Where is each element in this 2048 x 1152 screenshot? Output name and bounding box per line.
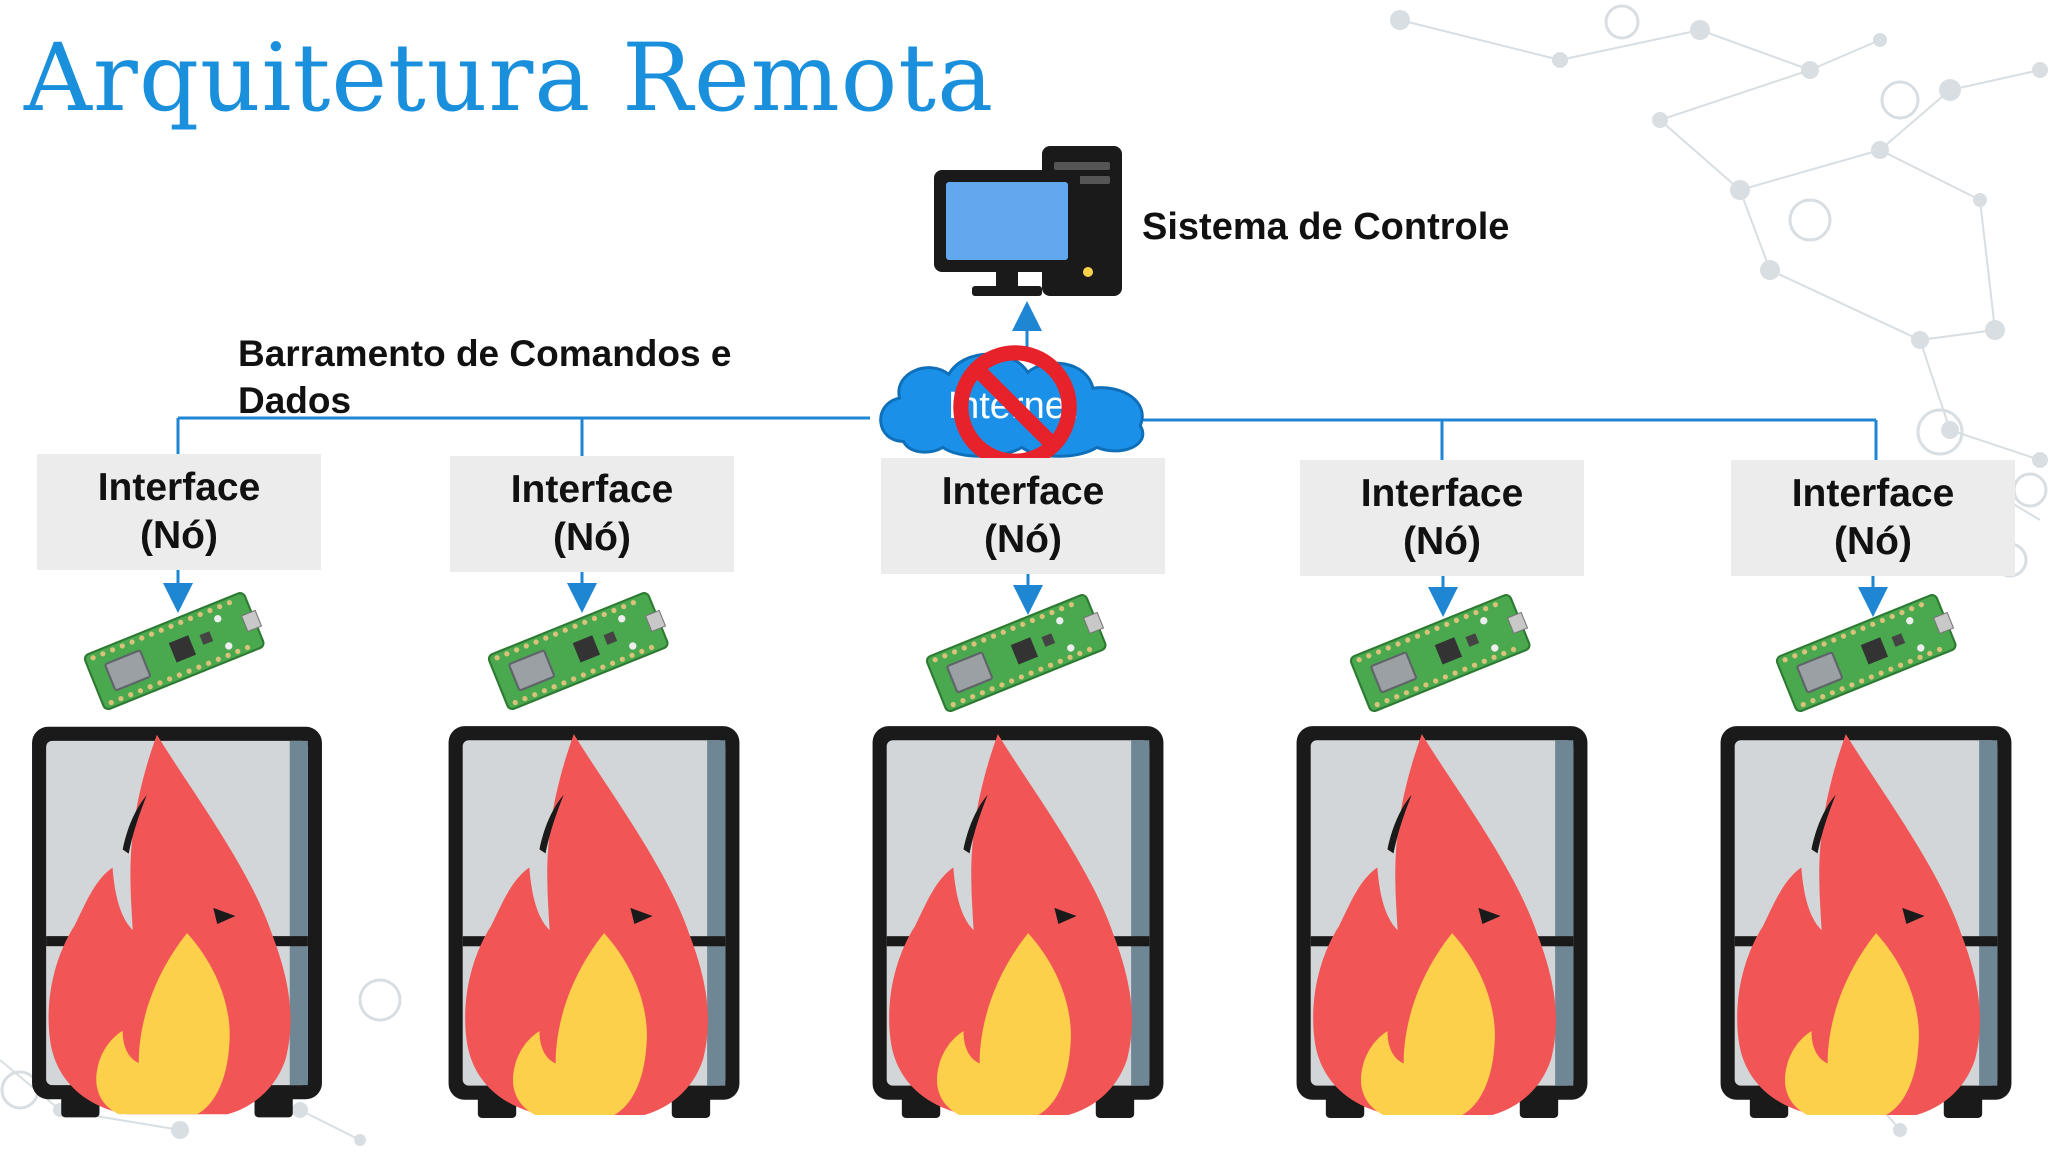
interface-node-5: Interface (Nó) (1731, 460, 2015, 576)
oven-fire-icon (448, 726, 740, 1118)
node-label: Interface (510, 468, 674, 511)
background-network-nodes (53, 10, 2048, 1146)
node-sublabel: (Nó) (1834, 520, 1912, 563)
node-sublabel: (Nó) (140, 514, 218, 557)
interface-node-3: Interface (Nó) (881, 458, 1165, 574)
control-system-label: Sistema de Controle (1142, 206, 1510, 248)
oven-fire-icon (32, 726, 322, 1118)
node-label: Interface (1360, 472, 1524, 515)
node-label: Interface (941, 470, 1105, 513)
node-sublabel: (Nó) (1403, 520, 1481, 563)
slide-title: Arquitetura Remota (24, 24, 995, 133)
microcontroller-board-icon (924, 590, 1113, 714)
bus-label: Barramento de Comandos e Dados (238, 330, 731, 424)
node-label: Interface (1791, 472, 1955, 515)
background-network-decoration (0, 19, 2041, 1141)
bus-label-line1: Barramento de Comandos e (238, 333, 732, 374)
node-sublabel: (Nó) (984, 518, 1062, 561)
node-sublabel: (Nó) (553, 516, 631, 559)
interface-node-2: Interface (Nó) (450, 456, 734, 572)
oven-fire-icon (1720, 726, 2012, 1118)
interface-node-4: Interface (Nó) (1300, 460, 1584, 576)
node-arrows (163, 570, 1888, 617)
oven-fire-icon (872, 726, 1164, 1118)
microcontroller-board-icon (486, 588, 675, 712)
desktop-computer-icon (934, 146, 1122, 296)
command-data-bus (176, 416, 1878, 460)
bus-label-line2: Dados (238, 380, 352, 421)
microcontroller-board-icon (1774, 590, 1963, 714)
microcontroller-board-icon (82, 588, 271, 712)
interface-node-1: Interface (Nó) (37, 454, 321, 570)
node-label: Interface (97, 466, 261, 509)
microcontroller-board-icon (1348, 590, 1537, 714)
oven-fire-icon (1296, 726, 1588, 1118)
